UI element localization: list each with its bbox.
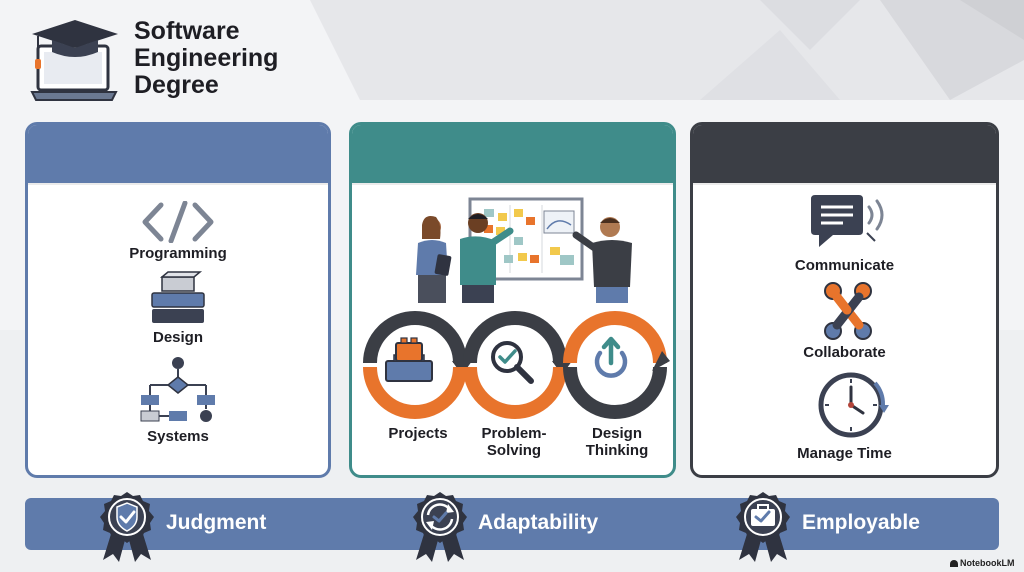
- skill-label-design-thinking: Design Thinking: [585, 425, 649, 459]
- panel-header-divider: [693, 183, 996, 185]
- speech-bubble-icon: [811, 195, 884, 247]
- skill-label-programming: Programming: [129, 245, 227, 262]
- power-arrow-icon: [594, 336, 628, 378]
- skill-label-collaborate: Collaborate: [803, 344, 886, 361]
- practical-skills-panel: Projects Problem-Solving Design Thinking: [349, 122, 676, 478]
- outcome-label-adaptability: Adaptability: [478, 511, 599, 534]
- panel-header-bar: [352, 125, 673, 183]
- flowchart-icon: [140, 357, 215, 422]
- skill-label-communicate: Communicate: [794, 257, 895, 274]
- page-title: Software Engineering Degree: [134, 18, 334, 99]
- layered-stack-icon: [151, 271, 205, 323]
- code-brackets-icon: [142, 201, 214, 243]
- magnifier-check-icon: [491, 341, 534, 384]
- briefcase-check-badge-icon: [736, 492, 790, 562]
- panel-header-bar: [693, 125, 996, 183]
- outcome-label-judgment: Judgment: [166, 511, 267, 534]
- title-line-2: Engineering: [134, 44, 279, 72]
- refresh-check-badge-icon: [413, 492, 467, 562]
- panel-header-bar: [28, 125, 328, 183]
- team-whiteboard-illustration: [416, 197, 632, 303]
- title-line-1: Software: [134, 17, 240, 45]
- watermark-text: NotebookLM: [960, 558, 1015, 568]
- skill-label-systems: Systems: [147, 428, 209, 445]
- skill-label-design: Design: [152, 329, 203, 346]
- header: Software Engineering Degree: [30, 14, 330, 106]
- outcome-label-employable: Employable: [802, 511, 920, 534]
- skill-label-problem-solving: Problem-Solving: [481, 425, 547, 459]
- panel-header-divider: [352, 183, 673, 185]
- soft-skills-panel: Communicate Collaborate Manage Time: [690, 122, 999, 478]
- building-block-icon: [385, 337, 433, 382]
- graduation-laptop-icon: [30, 20, 118, 101]
- linked-people-icon: [824, 282, 872, 340]
- clock-icon: [818, 372, 889, 438]
- skill-label-manage-time: Manage Time: [797, 445, 892, 462]
- title-line-3: Degree: [134, 71, 219, 99]
- shield-check-badge-icon: [100, 492, 154, 562]
- notebooklm-logo-icon: [950, 560, 958, 567]
- outcomes-footer-bar: [25, 498, 999, 550]
- technical-skills-panel: Programming Design Systems: [25, 122, 331, 478]
- panel-header-divider: [28, 183, 328, 185]
- process-cycle-arrows: [363, 311, 670, 419]
- skill-label-projects: Projects: [388, 425, 448, 442]
- notebooklm-watermark: NotebookLM: [950, 558, 1015, 568]
